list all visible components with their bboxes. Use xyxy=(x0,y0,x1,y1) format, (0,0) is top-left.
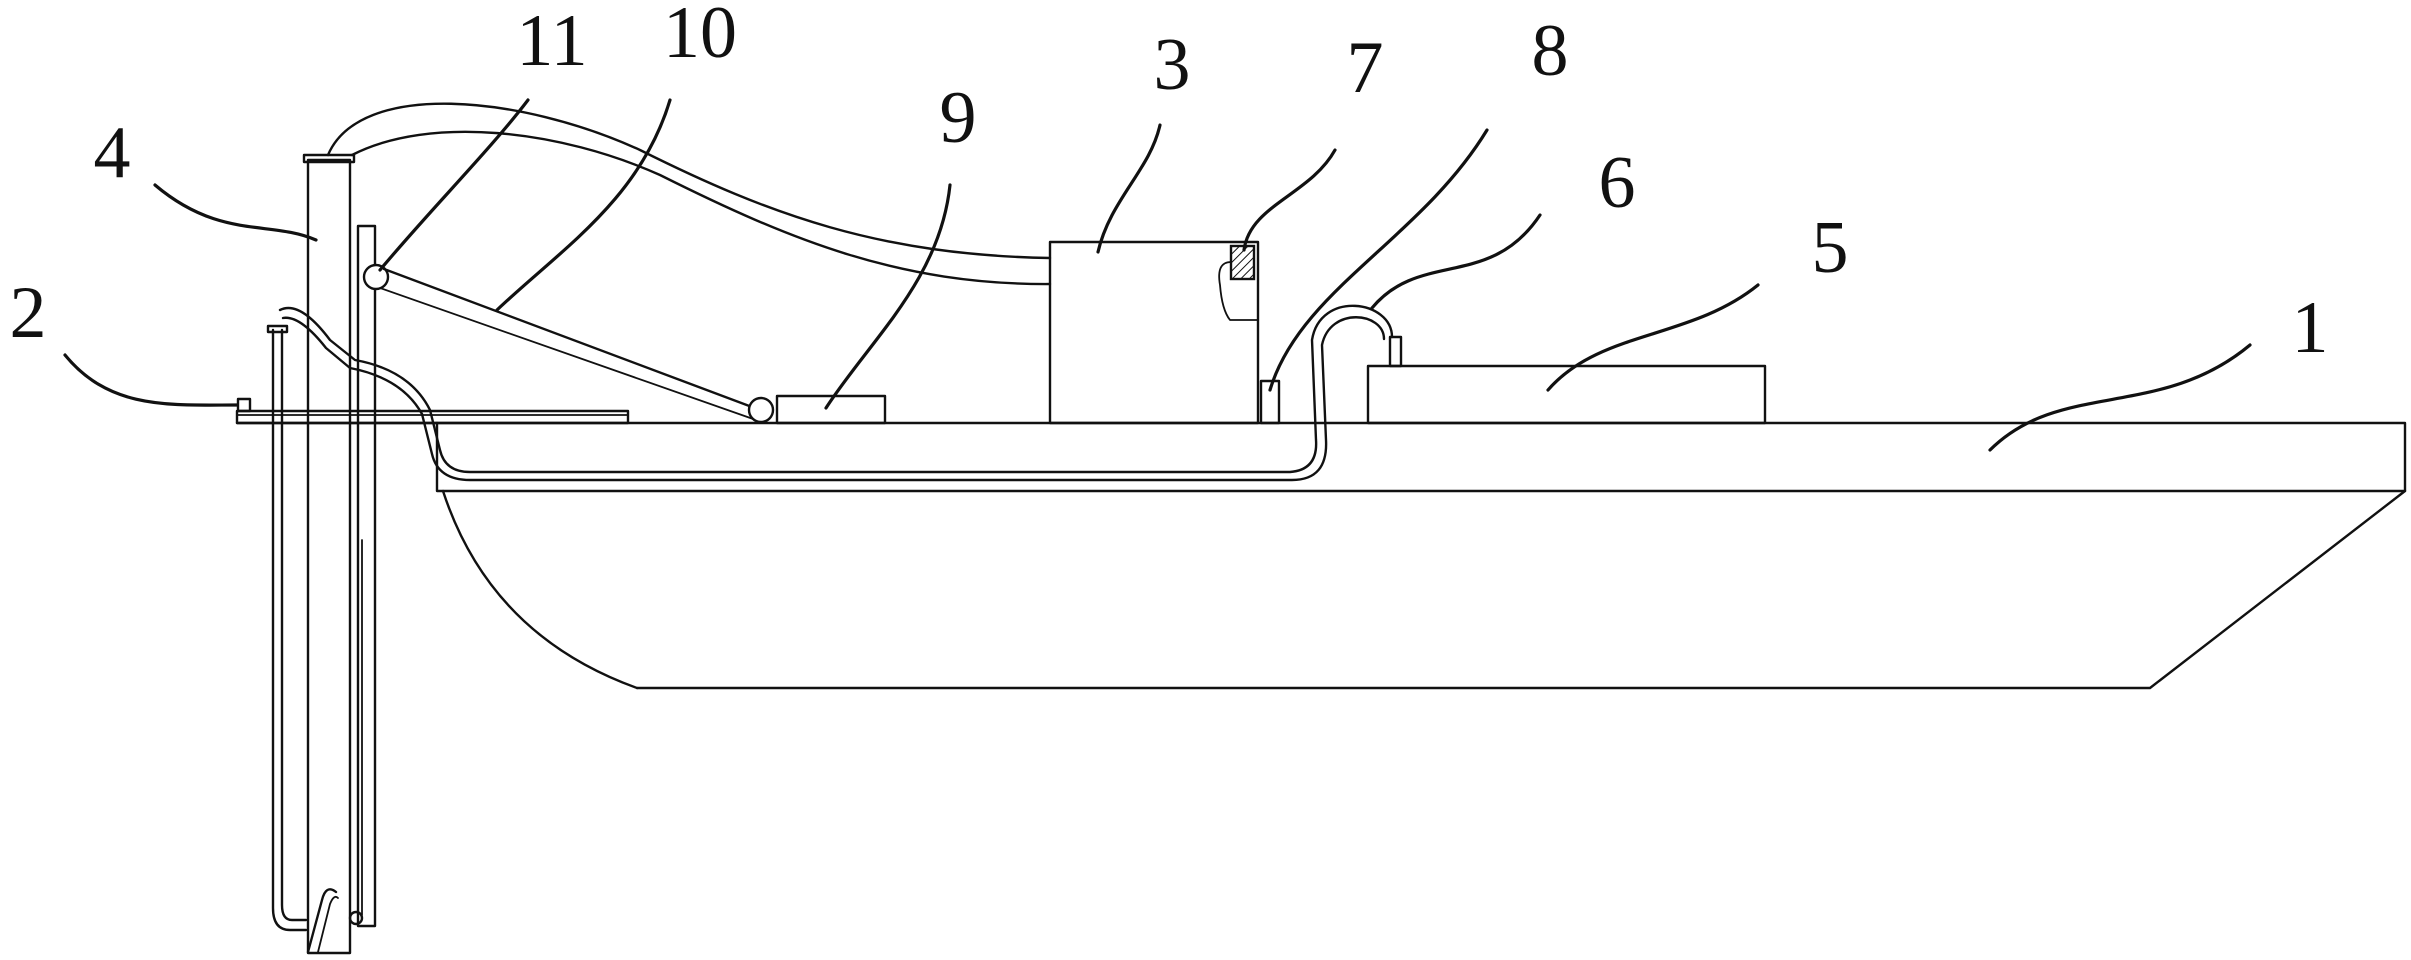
label-10: 10 xyxy=(663,0,737,74)
leader-6 xyxy=(1370,213,1542,310)
inner-tube-top-cap xyxy=(266,324,289,334)
hose-inner xyxy=(281,316,1386,482)
leader-4 xyxy=(153,183,318,242)
hose xyxy=(278,304,1394,482)
leader-3 xyxy=(1096,123,1162,254)
leader-10 xyxy=(495,98,672,312)
main-pipe-cap xyxy=(302,153,356,164)
tank-body xyxy=(1366,364,1767,425)
leader-2 xyxy=(63,353,239,407)
inner-u-tube-inner xyxy=(280,328,308,922)
label-9: 9 xyxy=(940,77,977,159)
leader-11 xyxy=(378,98,530,272)
label-8: 8 xyxy=(1532,10,1569,92)
upper-hose-inner xyxy=(350,130,1052,286)
number-labels: 1 2 3 4 5 6 7 8 9 10 11 xyxy=(10,0,2329,369)
label-11: 11 xyxy=(516,0,587,82)
label-7: 7 xyxy=(1347,27,1384,109)
post xyxy=(1259,379,1281,425)
upper-hose-outer xyxy=(326,102,1052,260)
label-1: 1 xyxy=(2292,287,2329,369)
leader-1 xyxy=(1988,343,2252,452)
hull-bow-curve xyxy=(441,489,639,690)
cable-line-lower xyxy=(379,287,757,421)
leader-9 xyxy=(824,183,952,410)
guide-rod-end xyxy=(348,910,364,926)
label-4: 4 xyxy=(94,112,131,194)
leader-8 xyxy=(1268,128,1489,392)
hook xyxy=(306,888,338,954)
pulley-and-cable xyxy=(362,263,775,424)
main-pipe xyxy=(306,158,352,955)
pulley xyxy=(362,263,390,291)
winch xyxy=(775,394,887,425)
inner-u-tube-outer xyxy=(271,328,308,932)
hull-bottom xyxy=(635,489,2407,690)
cable-line xyxy=(382,267,762,412)
label-2: 2 xyxy=(10,272,47,354)
hook-inner xyxy=(317,895,339,953)
hull xyxy=(235,414,2407,690)
leader-5 xyxy=(1546,283,1760,392)
tank-nozzle xyxy=(1388,335,1403,368)
label-5: 5 xyxy=(1812,207,1849,289)
leader-lines xyxy=(63,98,2252,452)
label-3: 3 xyxy=(1154,24,1191,106)
bow-rail-stub xyxy=(236,397,252,413)
control-box xyxy=(1048,240,1260,425)
label-6: 6 xyxy=(1599,142,1636,224)
box-body xyxy=(1048,240,1260,425)
cable-end-roller xyxy=(747,396,775,424)
hose-outer xyxy=(278,304,1394,474)
leader-7 xyxy=(1242,148,1337,252)
guide-rod xyxy=(356,224,377,928)
sensor-block xyxy=(1229,244,1256,281)
upper-hoses xyxy=(326,102,1052,286)
box-inner-wire xyxy=(1218,261,1259,321)
vertical-pipe-assembly xyxy=(266,153,377,955)
tank xyxy=(1366,335,1767,425)
